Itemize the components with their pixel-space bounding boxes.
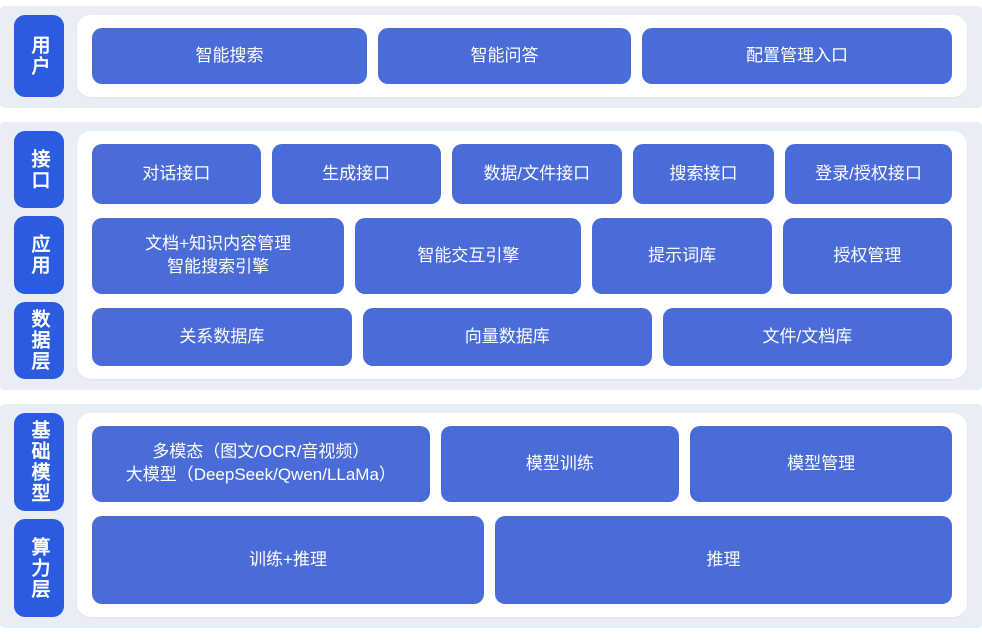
rail-model-compute: 基础模型 算力层: [14, 413, 64, 617]
row-user-entries: 智能搜索 智能问答 配置管理入口: [92, 28, 952, 84]
layer-pill-compute-layer: 算力层: [14, 519, 64, 617]
node-auth-management: 授权管理: [782, 218, 952, 294]
row-interfaces: 对话接口 生成接口 数据/文件接口 搜索接口 登录/授权接口: [92, 144, 952, 204]
node-prompt-library: 提示词库: [592, 218, 772, 294]
node-smart-search: 智能搜索: [92, 28, 367, 84]
node-doc-knowledge-search-engine: 文档+知识内容管理 智能搜索引擎: [92, 218, 345, 294]
row-applications: 文档+知识内容管理 智能搜索引擎 智能交互引擎 提示词库 授权管理: [92, 218, 952, 294]
panel-model-compute: 多模态（图文/OCR/音视频） 大模型（DeepSeek/Qwen/LLaMa）…: [77, 413, 967, 617]
panel-interface-app-data: 对话接口 生成接口 数据/文件接口 搜索接口 登录/授权接口 文档+知识内容管理…: [77, 131, 967, 379]
layer-pill-user: 用户: [14, 15, 64, 97]
band-interface-app-data: 接口 应用 数据层 对话接口 生成接口 数据/文件接口 搜索接口 登录/授权接口…: [0, 122, 982, 390]
node-data-file-api: 数据/文件接口: [451, 144, 623, 204]
row-data-stores: 关系数据库 向量数据库 文件/文档库: [92, 308, 952, 366]
row-compute: 训练+推理 推理: [92, 516, 952, 604]
node-vector-db: 向量数据库: [362, 308, 652, 366]
band-user: 用户 智能搜索 智能问答 配置管理入口: [0, 6, 982, 108]
node-line: 大模型（DeepSeek/Qwen/LLaMa）: [125, 465, 396, 484]
node-login-auth-api: 登录/授权接口: [785, 144, 952, 204]
node-config-management-entry: 配置管理入口: [642, 28, 952, 84]
node-smart-qa: 智能问答: [377, 28, 631, 84]
node-search-api: 搜索接口: [633, 144, 774, 204]
node-model-training: 模型训练: [440, 426, 680, 502]
node-line: 文档+知识内容管理: [145, 234, 292, 254]
band-model-compute: 基础模型 算力层 多模态（图文/OCR/音视频） 大模型（DeepSeek/Qw…: [0, 404, 982, 628]
node-model-management: 模型管理: [690, 426, 952, 502]
layer-pill-application: 应用: [14, 216, 64, 294]
node-training-inference: 训练+推理: [92, 516, 485, 604]
node-inference: 推理: [495, 516, 952, 604]
node-relational-db: 关系数据库: [92, 308, 352, 366]
node-line: 多模态（图文/OCR/音视频）: [152, 442, 370, 462]
node-file-doc-store: 文件/文档库: [662, 308, 952, 366]
layer-pill-foundation-model: 基础模型: [14, 413, 64, 511]
node-line: 智能搜索引擎: [167, 257, 270, 276]
layer-pill-interface: 接口: [14, 131, 64, 209]
rail-user: 用户: [14, 15, 64, 97]
node-interaction-engine: 智能交互引擎: [355, 218, 582, 294]
node-dialog-api: 对话接口: [92, 144, 261, 204]
rail-interface-app-data: 接口 应用 数据层: [14, 131, 64, 379]
panel-user: 智能搜索 智能问答 配置管理入口: [77, 15, 967, 97]
row-models: 多模态（图文/OCR/音视频） 大模型（DeepSeek/Qwen/LLaMa）…: [92, 426, 952, 502]
node-multimodal-llm: 多模态（图文/OCR/音视频） 大模型（DeepSeek/Qwen/LLaMa）: [92, 426, 430, 502]
node-generation-api: 生成接口: [271, 144, 441, 204]
layer-pill-data-layer: 数据层: [14, 301, 64, 379]
